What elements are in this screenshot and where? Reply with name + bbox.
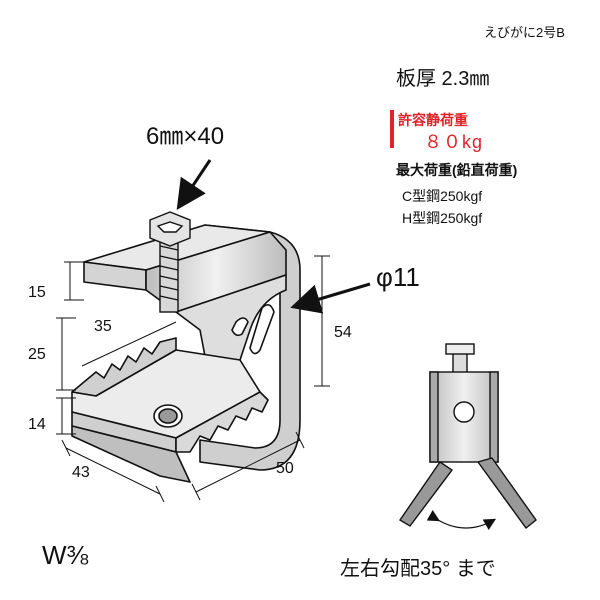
dimension-lines [56,255,330,503]
static-load-marker [390,110,394,148]
side-view-diagram [399,343,537,530]
bolt [149,211,191,313]
product-name: えびがに2号B [484,25,565,40]
bolt-spec-label: 6㎜×40 [146,123,225,150]
thread-spec-label: W⅜ [42,540,89,570]
dimension-54: 54 [334,324,352,341]
static-load-label: 許容静荷重 [398,112,468,128]
c-channel-load: C型鋼250kgf [402,188,483,204]
static-load-value: ８０kg [424,132,484,152]
dimension-14: 14 [28,416,46,433]
leader-arrows [176,159,371,314]
dimension-15: 15 [28,284,46,301]
dimension-35: 35 [94,318,112,335]
dimension-50: 50 [276,460,294,477]
dimension-25: 25 [28,346,46,363]
clamp-body [71,224,301,483]
angle-note: 左右勾配35° まで [340,558,496,580]
dimension-43: 43 [72,464,90,481]
plate-thickness: 板厚 2.3㎜ [396,68,490,90]
hole-diameter-label: φ11 [376,262,420,292]
h-beam-load: H型鋼250kgf [402,210,483,226]
max-load-label: 最大荷重(鉛直荷重) [396,162,518,178]
